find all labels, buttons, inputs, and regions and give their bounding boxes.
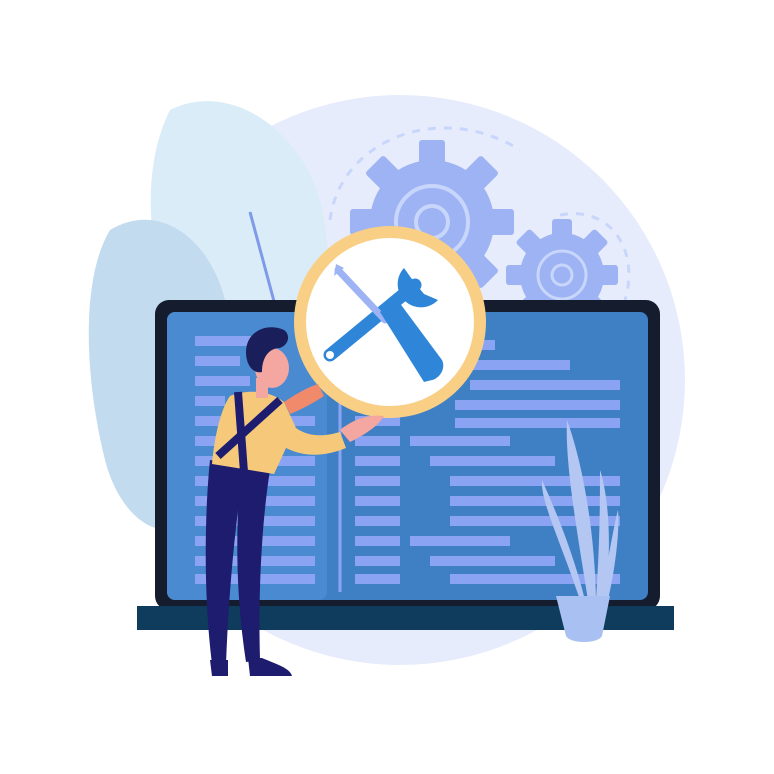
raised-arm: [284, 384, 324, 414]
hair: [246, 327, 289, 373]
left-shoe: [210, 660, 228, 676]
wrench-icon: [323, 268, 438, 362]
tools-badge-icon: [294, 226, 486, 418]
hand: [340, 415, 384, 442]
dashed-orbit-large: [328, 126, 521, 221]
plant-pot: [556, 596, 610, 642]
overalls: [205, 460, 270, 664]
suspender-strap: [215, 397, 283, 459]
plant-icon: [541, 420, 619, 642]
antenna-line: [248, 211, 277, 306]
code-lines-right: [355, 340, 620, 584]
person-figure: [205, 327, 384, 676]
dashed-orbit-small: [559, 212, 631, 301]
screwdriver-icon: [334, 264, 444, 382]
right-shoe: [248, 658, 292, 676]
